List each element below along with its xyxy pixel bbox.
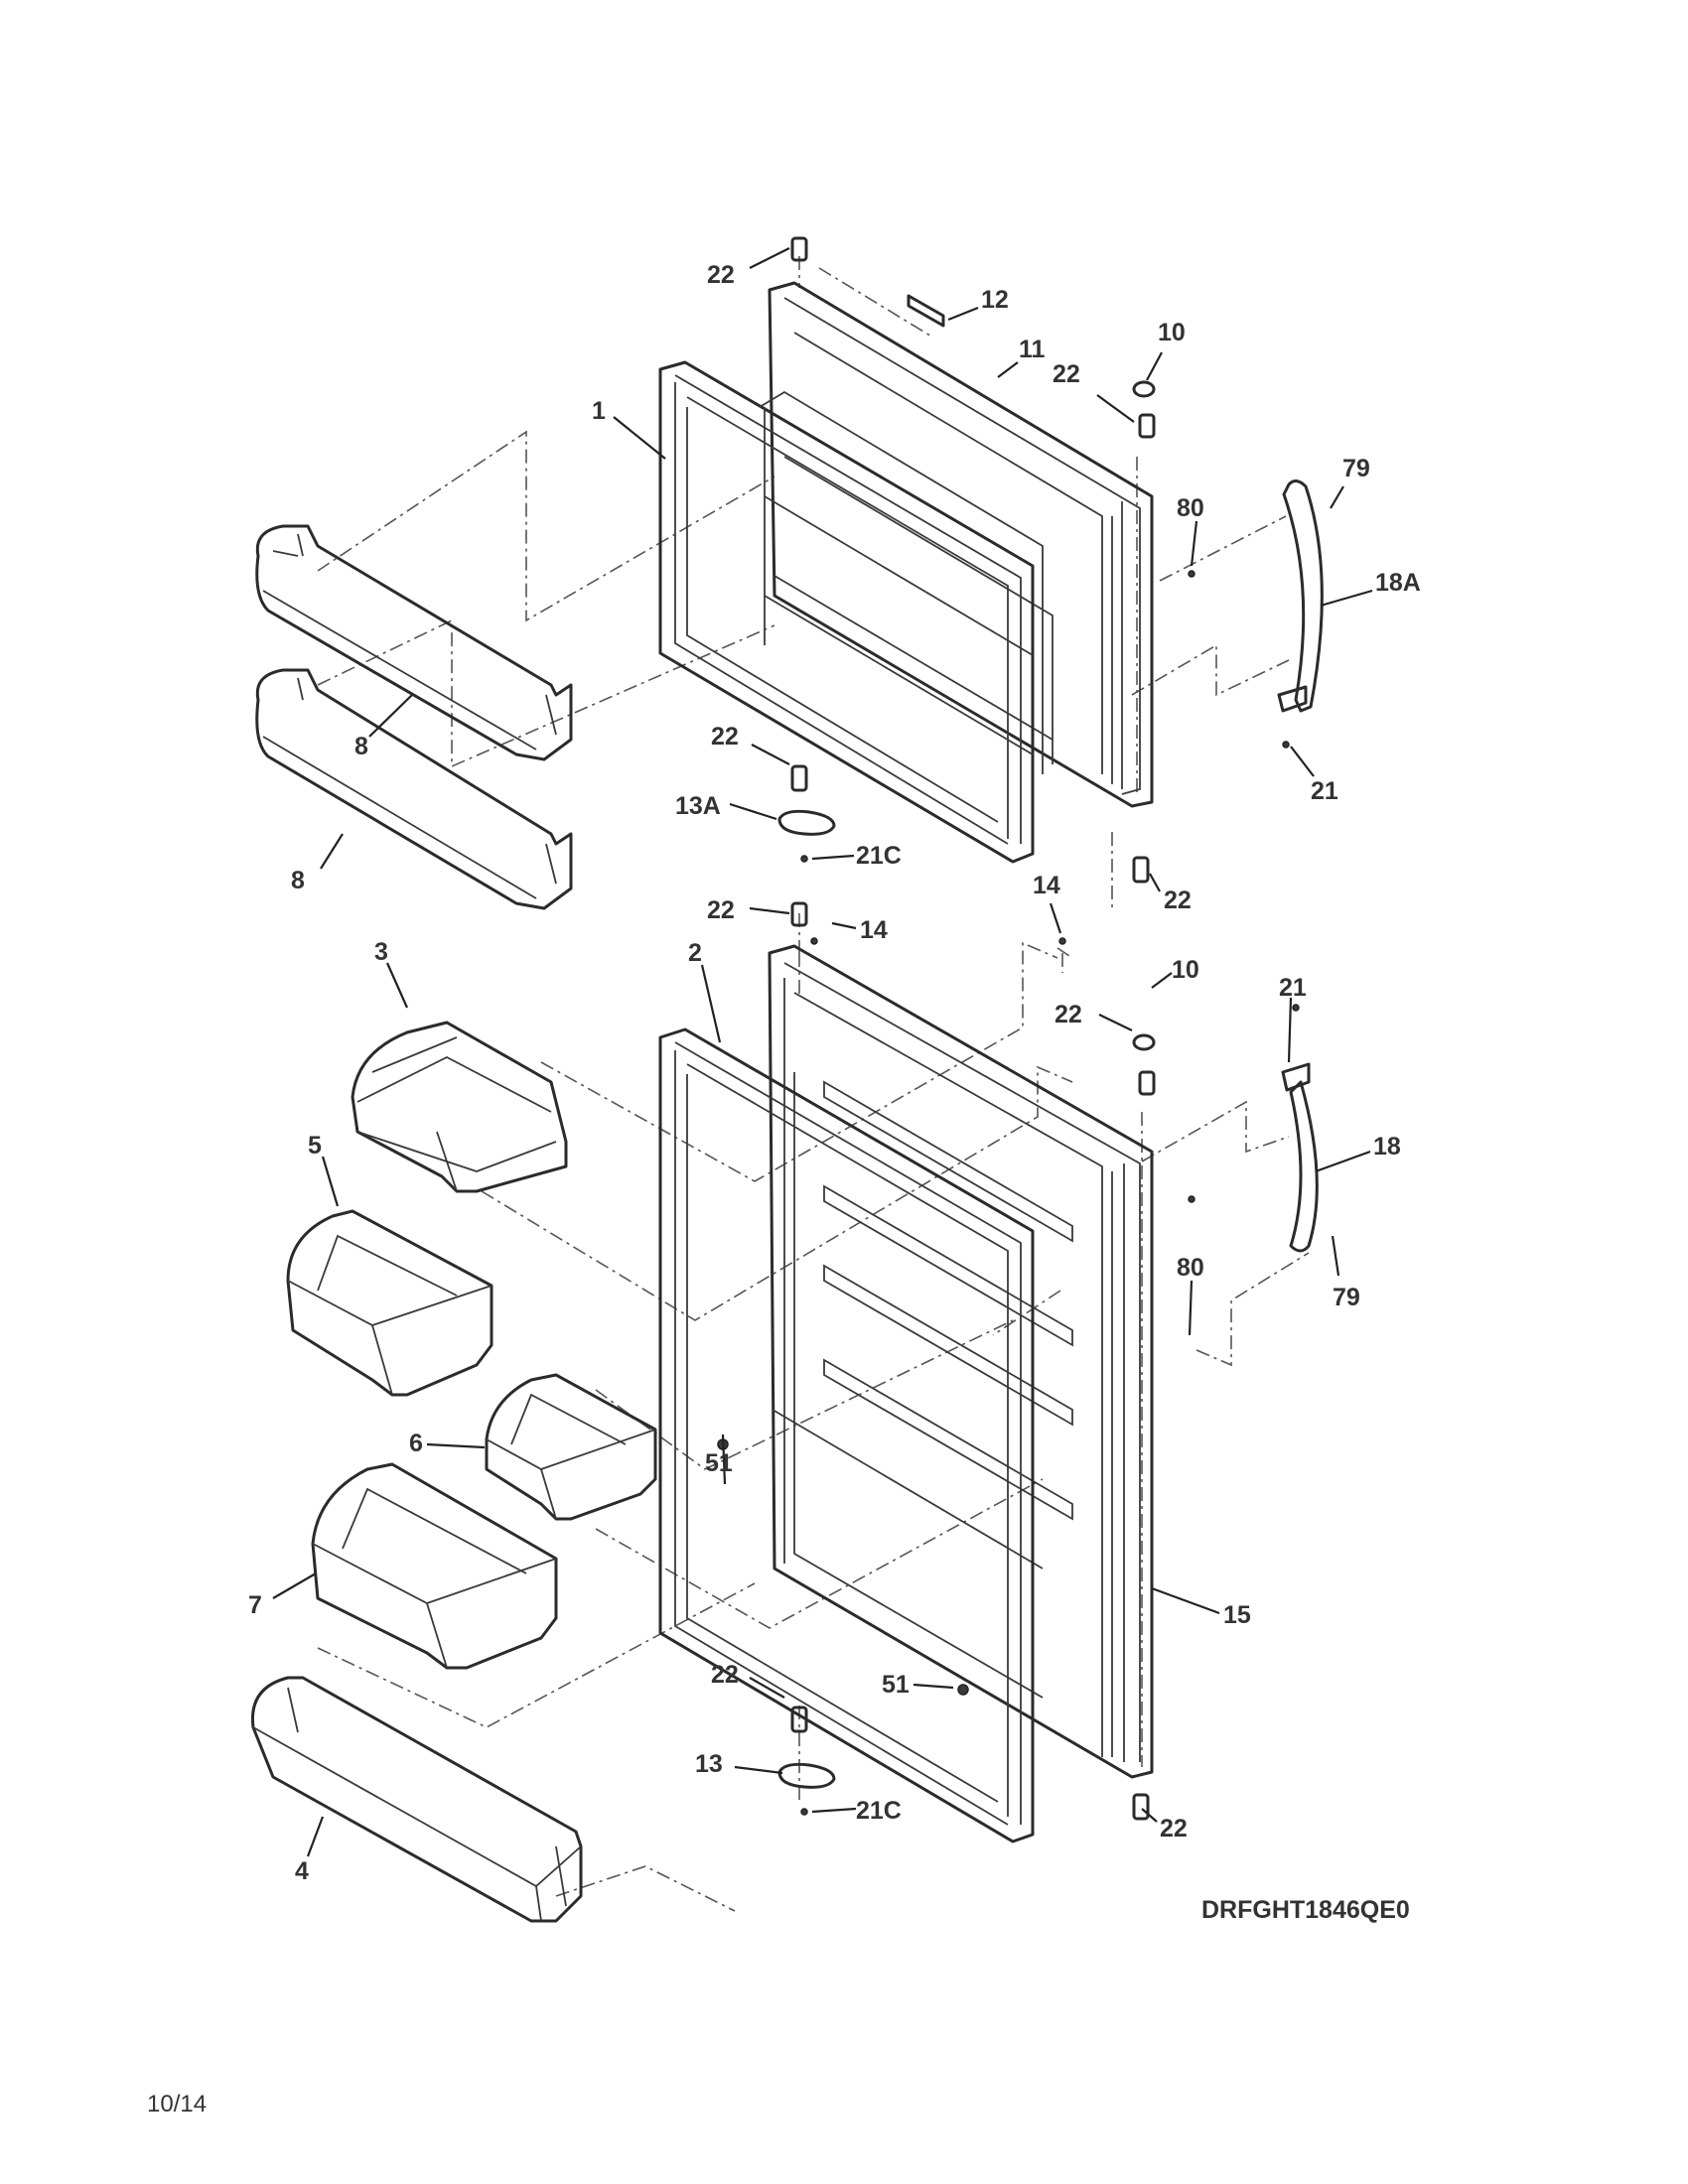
callout-22-upper-bottom-right: 22 [1164,887,1192,914]
callout-22-lower-bottom: 22 [711,1661,739,1689]
callout-15: 15 [1223,1601,1251,1629]
assembly-lines [317,256,1310,1912]
long-door-bin-4 [250,1676,583,1923]
callout-3: 3 [374,938,388,966]
callout-21C-upper: 21C [856,842,902,870]
callout-10-lower: 10 [1172,956,1199,984]
callout-22-top: 22 [707,261,735,289]
callout-21-lower: 21 [1279,974,1307,1002]
callout-4: 4 [295,1857,309,1885]
callout-2: 2 [688,939,702,967]
callout-1: 1 [592,397,606,425]
fresh-food-door-gasket [658,1027,1035,1843]
lower-handle-18 [1281,1062,1319,1253]
covered-bin-3 [351,1021,568,1193]
callout-22-lower-bottom-right: 22 [1160,1815,1188,1843]
door-bin-7 [311,1462,558,1670]
door-bin-5 [286,1209,493,1397]
freezer-door-inner-panel [759,390,1044,774]
callout-12: 12 [981,286,1009,314]
callout-8-upper: 8 [354,733,368,760]
callout-7: 7 [248,1591,262,1619]
model-code: DRFGHT1846QE0 [1201,1896,1410,1924]
callout-79-lower: 79 [1333,1284,1360,1311]
callout-22-upper-bottom-hinge: 22 [711,723,739,751]
hardware [717,236,1300,1821]
callout-51-left: 51 [705,1449,733,1477]
lower-door-bin-8 [255,668,573,910]
freezer-door-gasket [658,360,1035,864]
callout-14-right: 14 [1033,872,1060,899]
callout-21C-lower: 21C [856,1797,902,1825]
upper-door-bin [255,524,573,761]
callout-51-right: 51 [882,1671,910,1699]
fresh-food-door-liner [768,944,1154,1779]
callout-labels: 22 12 11 10 22 1 79 80 18A 8 22 21 13A 2… [248,261,1421,1885]
page-number: 10/14 [147,2091,208,2117]
callout-22-lower-hinge: 22 [1055,1001,1082,1028]
callout-11: 11 [1019,336,1046,363]
callout-10-upper: 10 [1158,319,1186,346]
callout-79-upper: 79 [1342,455,1370,482]
freezer-door-liner [768,281,1154,808]
callout-13: 13 [695,1750,723,1778]
callout-18: 18 [1373,1133,1401,1160]
callout-22-upper-hinge: 22 [1053,360,1080,388]
callout-8-lower: 8 [291,867,305,894]
callout-22-lower-top: 22 [707,896,735,924]
callout-80-upper: 80 [1177,494,1204,522]
upper-handle-18A [1277,479,1324,713]
callout-5: 5 [308,1132,322,1160]
callout-21-upper: 21 [1311,777,1338,805]
door-bin-6 [485,1373,657,1521]
leader-lines [272,247,1373,1857]
callout-14-left: 14 [860,916,888,944]
callout-18A: 18A [1375,569,1421,597]
callout-13A: 13A [675,792,721,820]
callout-80-lower: 80 [1177,1254,1204,1282]
callout-6: 6 [409,1430,423,1457]
